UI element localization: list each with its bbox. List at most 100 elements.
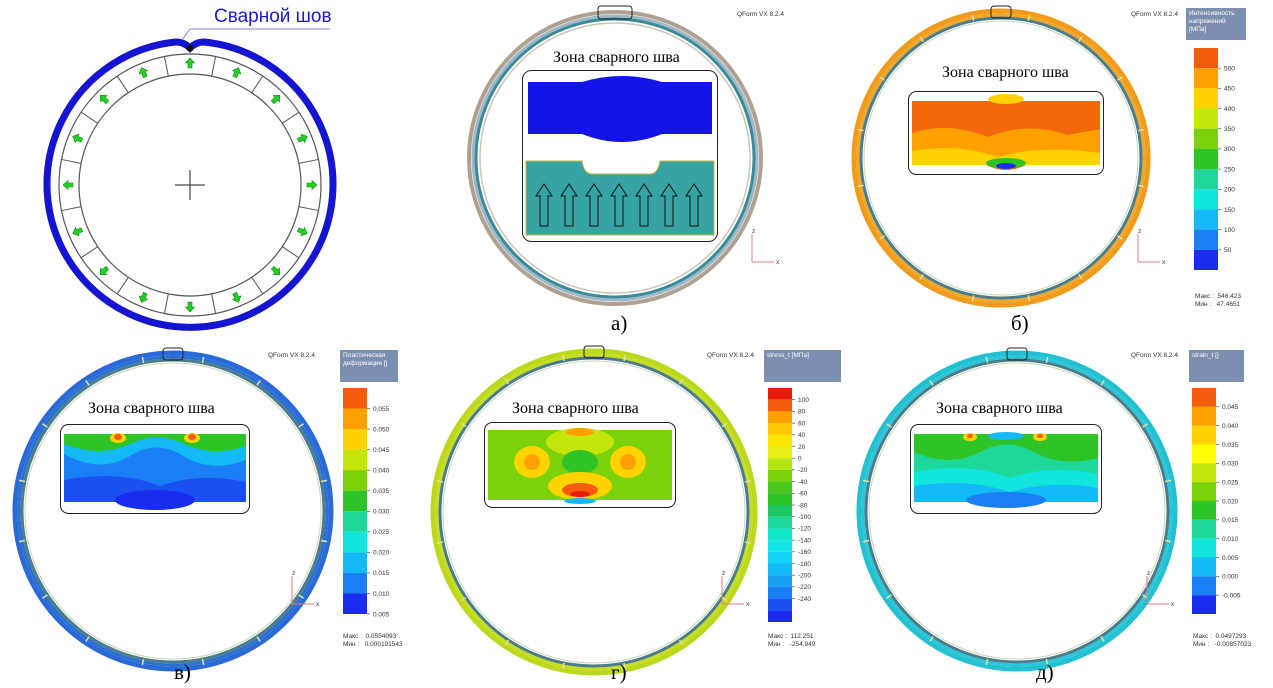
legend-color-cell (343, 449, 367, 471)
legend-title-line: Интенсивность (1189, 10, 1235, 17)
min-label: Мин : (768, 641, 785, 648)
weld-seam-label: Сварной шов (214, 6, 332, 27)
pressure-arrows (535, 183, 703, 227)
green-arrows (62, 57, 318, 313)
green-arrow (138, 291, 149, 303)
green-arrow (99, 265, 110, 276)
green-arrow (184, 301, 196, 313)
legend-color-cell (1192, 463, 1216, 483)
brand-label: QForm VX 8.2.4 (1131, 352, 1178, 359)
legend-color-cell (1194, 128, 1218, 149)
min-value: 47.4651 (1216, 301, 1241, 308)
segment-divider (116, 277, 129, 295)
legend-tick-label: 0.025 (373, 529, 390, 536)
weld-zone-detail-b (908, 91, 1104, 175)
green-arrow (296, 226, 308, 237)
legend-tick-label: 100 (1224, 227, 1235, 234)
legend-color-cell (343, 470, 367, 491)
legend-tick-label: -120 (798, 526, 811, 533)
legend-tick-label: 0.020 (1222, 498, 1239, 505)
legend-tick-label: 80 (798, 409, 806, 416)
legend-tick-label: -180 (798, 561, 811, 568)
schematic-drawing (43, 38, 337, 331)
legend-tick-label: 50 (1224, 247, 1232, 254)
legend-tick-label: 100 (798, 397, 809, 404)
legend-color-cell (1194, 108, 1218, 129)
max-value: 0.0554093 (365, 633, 397, 640)
legend-colorbar: 100806040200-20-40-60-80-100-120-140-160… (768, 388, 811, 622)
legend-tick-label: 0.050 (373, 426, 390, 433)
segment-divider (80, 246, 98, 259)
segment-divider (163, 293, 169, 314)
legend-color-cell (343, 388, 367, 409)
svg-text:z: z (1147, 570, 1150, 577)
legend-color-cell (1194, 88, 1218, 109)
svg-text:z: z (752, 228, 755, 235)
min-label: Мин : (343, 641, 360, 648)
max-label: Макс : (1195, 293, 1214, 300)
legend-tick-label: 0.045 (1222, 404, 1239, 411)
svg-text:x: x (776, 259, 780, 266)
legend-tick-label: 300 (1224, 146, 1235, 153)
max-value: 546.423 (1217, 293, 1242, 300)
legend-color-cell (1194, 148, 1218, 170)
legend-title-line: Пластическая (343, 352, 386, 359)
legend-tick-label: 0.015 (373, 570, 390, 577)
legend-tick-label: 200 (1224, 187, 1235, 194)
legend-color-cell (343, 511, 367, 532)
legend-color-cell (1194, 189, 1218, 210)
legend-color-cell (1192, 595, 1216, 614)
legend-tick-label: 20 (798, 444, 806, 451)
zone-title: Зона сварного шва (88, 400, 215, 417)
legend-tick-label: 0.055 (373, 406, 390, 413)
max-label: Макс : (343, 633, 362, 640)
segment-divider (80, 111, 98, 124)
legend-color-cell (768, 563, 792, 576)
legend-tick-label: -220 (798, 584, 811, 591)
min-label: Мин : (1195, 301, 1212, 308)
pressure-arrow (635, 183, 653, 227)
legend-tick-label: -80 (798, 502, 808, 509)
legend-color-cell (1192, 557, 1216, 577)
legend-color-cell (1192, 576, 1216, 596)
legend-color-cell (1192, 444, 1216, 464)
legend-title-line: strain_t [] (1192, 352, 1219, 359)
legend-color-cell (768, 411, 792, 424)
zone-title: Зона сварного шва (936, 400, 1063, 417)
legend-color-cell (1192, 519, 1216, 539)
subfigure-label: а) (611, 311, 628, 335)
legend-color-cell (768, 469, 792, 482)
green-arrow (72, 226, 84, 237)
legend-color-cell (343, 552, 367, 573)
weld-leader-line (181, 28, 330, 41)
green-arrow (184, 57, 196, 69)
green-arrow (296, 133, 308, 144)
weld-zone-detail-d (910, 424, 1102, 514)
svg-text:x: x (746, 601, 750, 608)
legend-header: strain_t [] (1189, 350, 1244, 382)
segment-divider (211, 56, 217, 77)
legend-title-line: stress_t [МПа] (767, 352, 809, 359)
max-label: Макс : (768, 633, 787, 640)
min-value: -254.949 (789, 641, 816, 648)
segment-divider (298, 206, 319, 212)
legend-color-cell (343, 408, 367, 430)
segment-divider (61, 206, 82, 212)
blue-ring (43, 38, 337, 331)
legend-tick-label: 150 (1224, 207, 1235, 214)
legend-color-cell (768, 388, 792, 400)
ring-b (851, 5, 1151, 308)
svg-text:x: x (1171, 601, 1175, 608)
legend-color-cell (1192, 538, 1216, 558)
legend-color-cell (1194, 48, 1218, 69)
svg-text:x: x (1162, 259, 1166, 266)
green-arrow (270, 94, 281, 105)
legend-color-cell (768, 540, 792, 552)
legend-color-cell (768, 481, 792, 494)
axis-triad: z x (751, 228, 780, 266)
ring-d (856, 347, 1178, 672)
legend-tick-label: 0.005 (373, 611, 390, 618)
weld-point (186, 44, 194, 52)
